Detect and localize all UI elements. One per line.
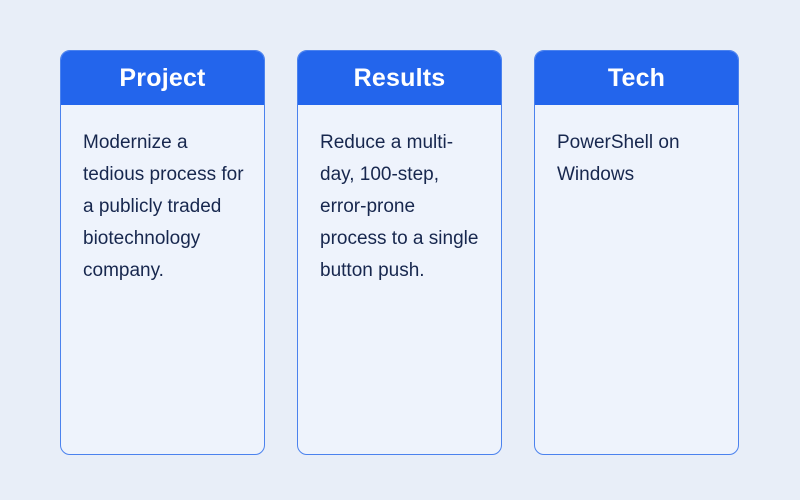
card-results: Results Reduce a multi-day, 100-step, er… — [297, 50, 502, 455]
cards-row: Project Modernize a tedious process for … — [60, 50, 739, 455]
card-results-title: Results — [353, 63, 446, 92]
card-tech: Tech PowerShell on Windows — [534, 50, 739, 455]
card-results-header: Results — [298, 51, 501, 105]
card-project-body: Modernize a tedious process for a public… — [83, 132, 244, 281]
card-tech-body: PowerShell on Windows — [557, 132, 680, 185]
card-results-body: Reduce a multi-day, 100-step, error-pron… — [320, 132, 479, 281]
card-tech-header: Tech — [535, 51, 738, 105]
card-project-header: Project — [61, 51, 264, 105]
card-project-title: Project — [119, 63, 206, 92]
card-project: Project Modernize a tedious process for … — [60, 50, 265, 455]
card-tech-title: Tech — [607, 63, 666, 92]
